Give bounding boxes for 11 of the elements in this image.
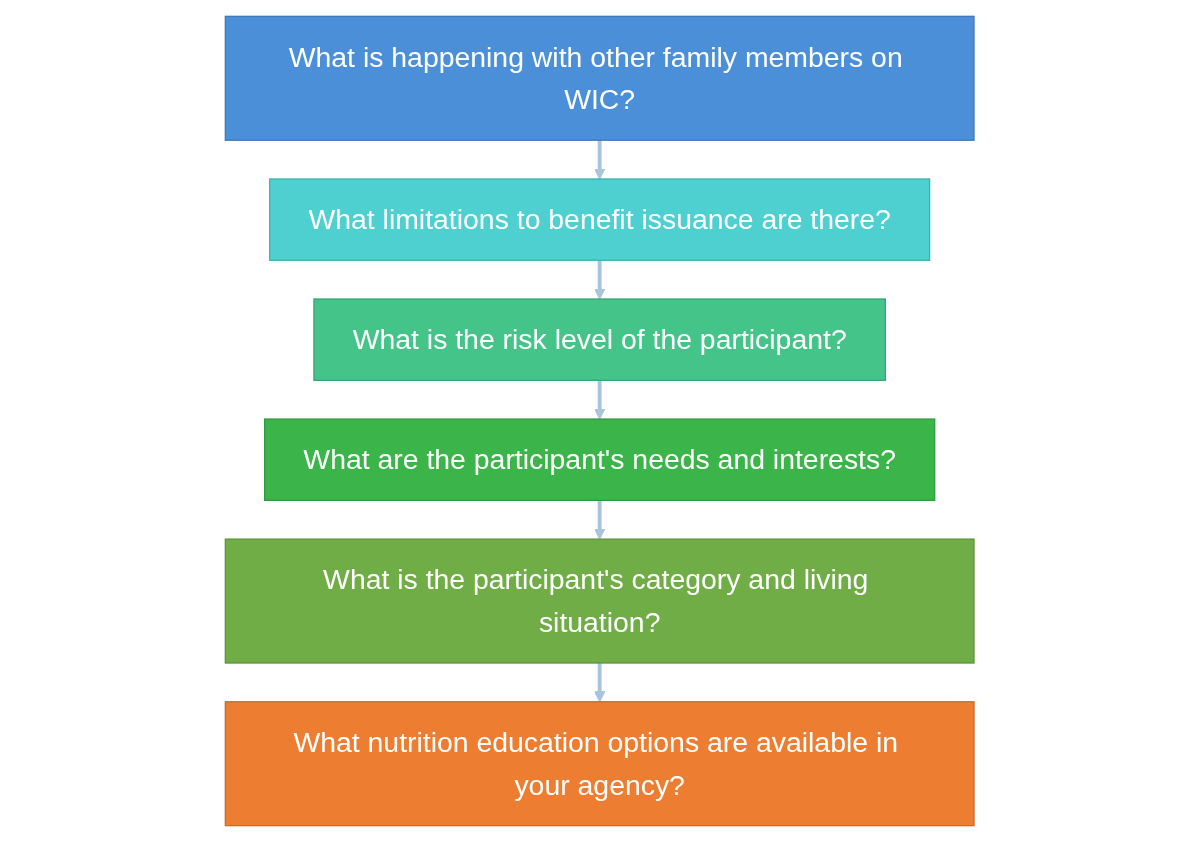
node-box: What nutrition education options are available in your agency? — [224, 701, 975, 827]
node-box: What is happening with other family members on WIC? — [224, 15, 975, 141]
arrow — [593, 380, 606, 420]
node-box: What is the risk level of the participant? — [313, 298, 886, 381]
arrow — [593, 140, 606, 180]
node-box: What is the participant's category and living situation? — [224, 538, 975, 664]
arrow — [593, 260, 606, 300]
arrow — [593, 500, 606, 540]
arrow — [593, 663, 606, 703]
node-box: What limitations to benefit issuance are there? — [268, 178, 931, 261]
node-box: What are the participant's needs and interests? — [263, 418, 936, 502]
